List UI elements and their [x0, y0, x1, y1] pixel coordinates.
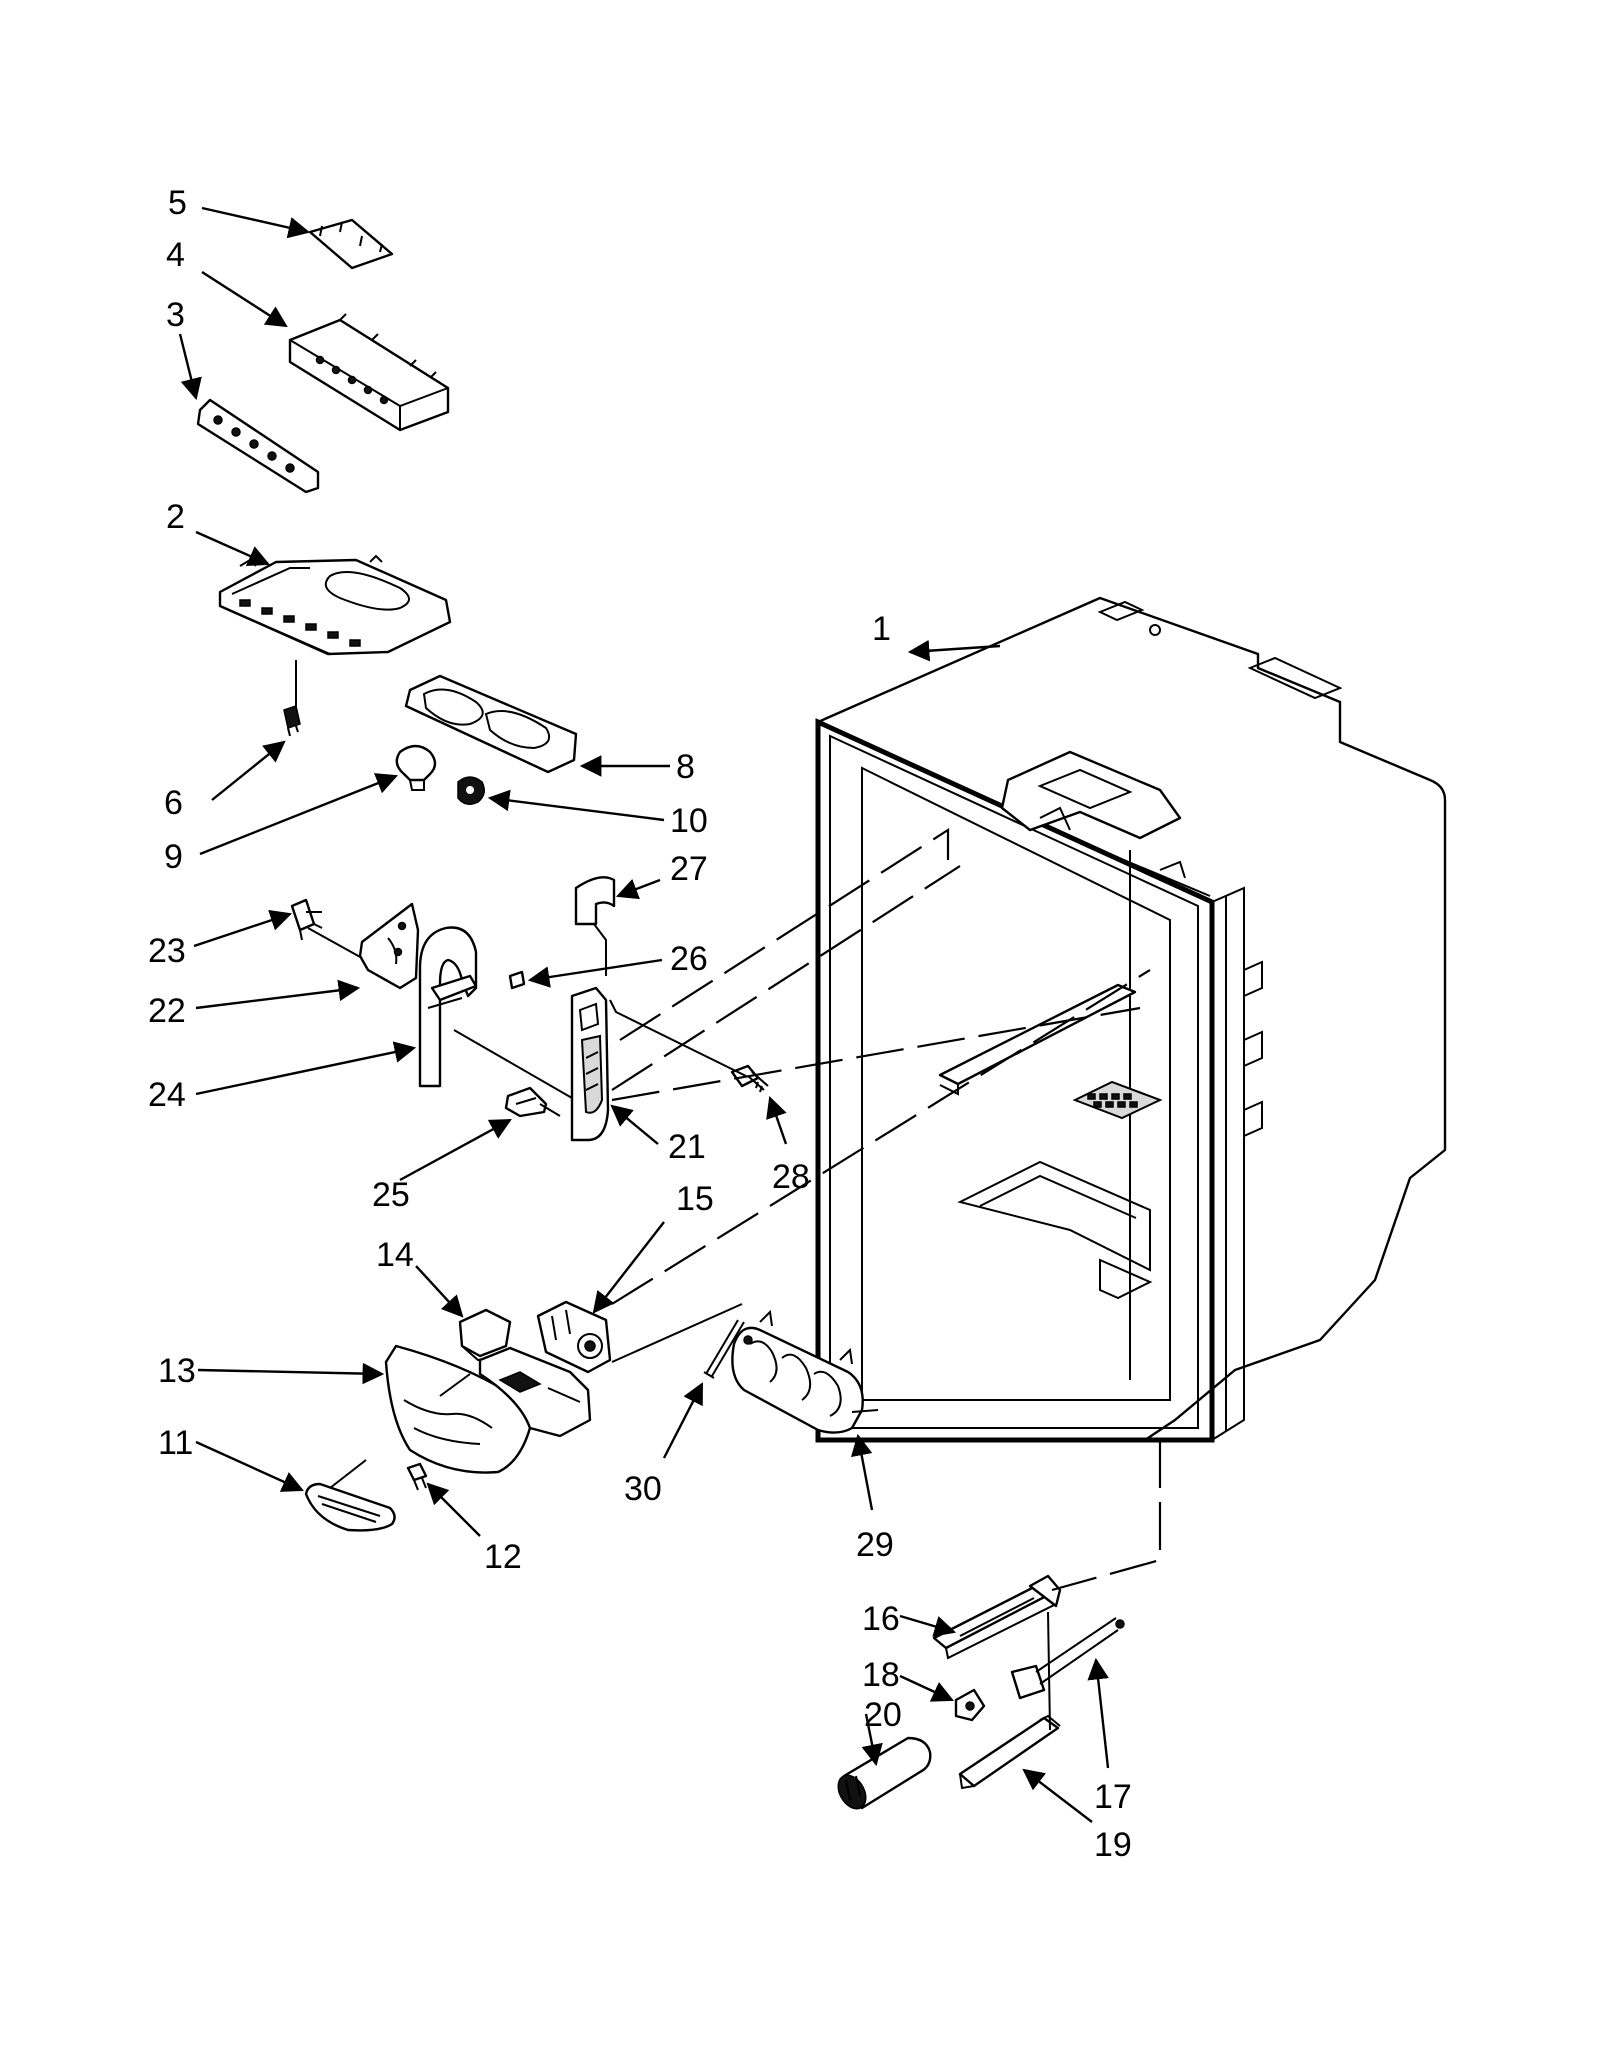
label-part-20: 20 [864, 1696, 902, 1734]
label-part-18: 18 [862, 1656, 900, 1694]
label-part-28: 28 [772, 1158, 810, 1196]
vent-holes [1087, 1093, 1138, 1108]
label-part-21: 21 [668, 1128, 706, 1166]
part-5-bracket [308, 218, 394, 270]
part-27-cover [574, 876, 616, 926]
part-21-dispenser-housing [570, 986, 610, 1142]
label-part-4: 4 [166, 236, 185, 274]
part-11-drip-tray [304, 1482, 396, 1532]
label-part-25: 25 [372, 1176, 410, 1214]
part-30-fastener [703, 1319, 745, 1379]
label-part-22: 22 [148, 992, 186, 1030]
label-part-5: 5 [168, 184, 187, 222]
label-part-26: 26 [670, 940, 708, 978]
part-13-dispenser-front [384, 1344, 592, 1474]
part-26-clip [508, 970, 526, 990]
part-16-filter-bracket [932, 1574, 1062, 1660]
part-18-filter-cap [954, 1688, 986, 1722]
label-part-14: 14 [376, 1236, 414, 1274]
label-part-9: 9 [164, 838, 183, 876]
label-part-17: 17 [1094, 1778, 1132, 1816]
label-part-12: 12 [484, 1538, 522, 1576]
label-part-27: 27 [670, 850, 708, 888]
part-15-solenoid [536, 1300, 612, 1374]
label-part-16: 16 [862, 1600, 900, 1638]
label-part-6: 6 [164, 784, 183, 822]
label-part-23: 23 [148, 932, 186, 970]
label-part-29: 29 [856, 1526, 894, 1564]
part-19-filter-cover [958, 1714, 1061, 1790]
part-3-overlay [196, 398, 320, 494]
part-1-refrigerator-liner [815, 596, 1447, 1443]
label-part-24: 24 [148, 1076, 186, 1114]
part-10-socket [457, 776, 485, 805]
leader-lines [178, 206, 1110, 1823]
label-part-15: 15 [676, 1180, 714, 1218]
part-22-bracket [358, 902, 420, 990]
assembly-lines [295, 660, 1162, 1731]
label-part-13: 13 [158, 1352, 196, 1390]
label-part-2: 2 [166, 498, 185, 536]
part-20-water-filter [837, 1736, 932, 1810]
part-2-control-panel-cover [218, 554, 452, 656]
label-part-10: 10 [670, 802, 708, 840]
part-6-switch [283, 705, 301, 737]
label-part-30: 30 [624, 1470, 662, 1508]
part-24-water-tube [418, 926, 478, 1088]
label-part-19: 19 [1094, 1826, 1132, 1864]
part-9-light-bulb [395, 744, 437, 791]
part-25-clip [504, 1086, 548, 1118]
part-8-light-housing [404, 674, 578, 774]
label-part-3: 3 [166, 296, 185, 334]
part-29-water-tank [731, 1309, 879, 1434]
part-labels: 1 2 3 4 5 6 8 9 10 11 12 13 14 15 16 17 … [148, 184, 1132, 1864]
part-23-switch [290, 898, 323, 941]
part-12-screw [406, 1462, 428, 1491]
label-part-8: 8 [676, 748, 695, 786]
label-part-1: 1 [872, 610, 891, 648]
part-4-control-housing [288, 313, 450, 432]
part-17-filter-head [1010, 1617, 1125, 1700]
label-part-11: 11 [158, 1424, 193, 1462]
